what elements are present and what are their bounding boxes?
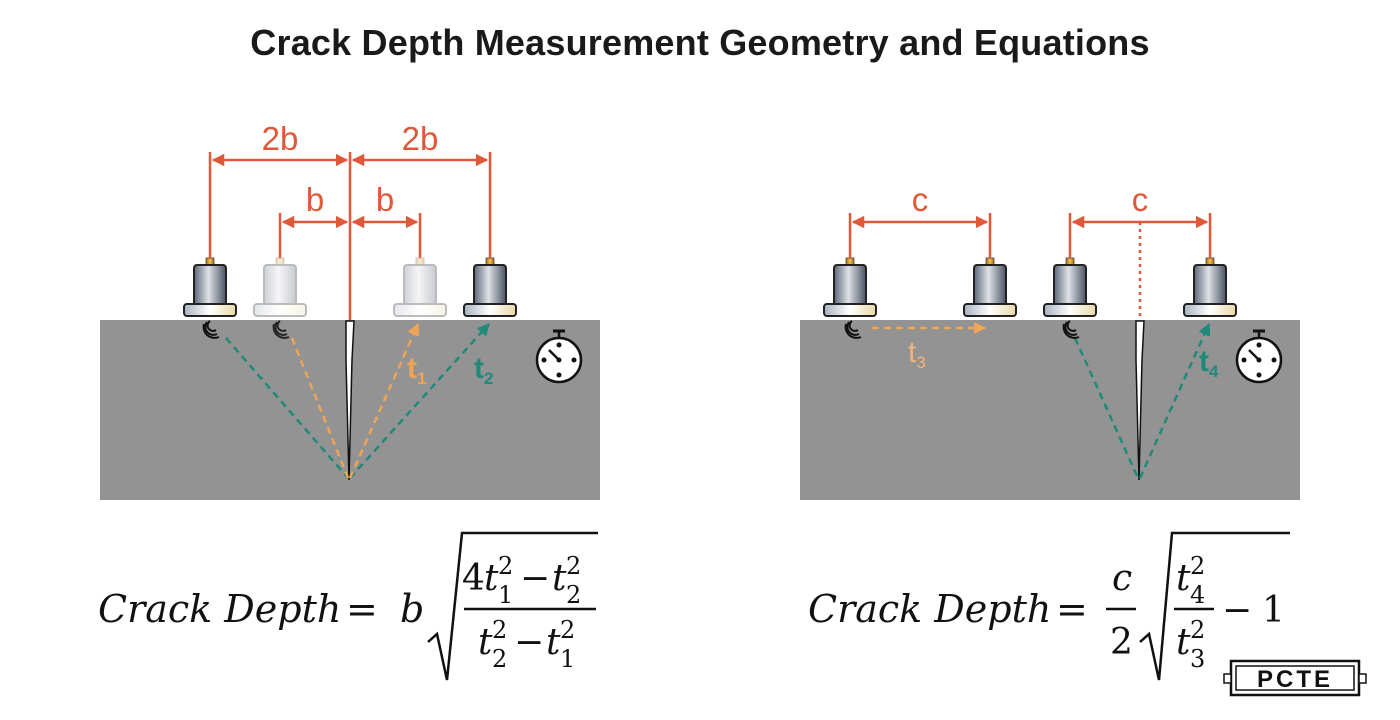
dim-label-2b-left: 2b: [262, 120, 299, 157]
left-eq-num-t2-sub: 2: [566, 581, 581, 609]
right-eq-radical: [1139, 531, 1290, 681]
t3-receiver: [963, 257, 1017, 317]
right-eq-den-t3-sup: 2: [1190, 616, 1205, 644]
dim-label-c-right: c: [1132, 181, 1149, 218]
right-eq-frac-den: 2: [1110, 622, 1133, 663]
left-eq-lhs: Crack Depth: [98, 587, 341, 631]
timer-icon: [535, 329, 583, 384]
pcte-logo: PCTE: [1223, 659, 1367, 697]
t1-path-up: [348, 322, 420, 479]
t4-path-down: [1073, 337, 1140, 479]
left-eq-num-t1-sup: 2: [498, 552, 513, 580]
right-transducer-outer: [463, 257, 517, 317]
left-eq-num-t2: t: [552, 558, 567, 599]
right-eq-den-t3-sub: 3: [1190, 645, 1205, 673]
page-title: Crack Depth Measurement Geometry and Equ…: [250, 22, 1150, 63]
right-eq-minus: −: [1222, 590, 1252, 631]
right-eq-num-t4-sup: 2: [1190, 552, 1205, 580]
left-transducer-outer: [183, 257, 237, 317]
left-eq-den-t2-sub: 2: [492, 645, 507, 673]
left-eq-num-coef: 4: [462, 558, 485, 599]
right-eq-equals: =: [1056, 587, 1088, 631]
right-eq-num-t4: t: [1176, 558, 1191, 599]
label-t1: t1: [407, 352, 426, 388]
t1-path-down: [290, 337, 350, 479]
left-eq-den-t1-sup: 2: [560, 616, 575, 644]
label-t3: t3: [908, 336, 926, 372]
dim-label-b-left: b: [306, 181, 324, 218]
dim-label-b-right: b: [376, 181, 394, 218]
left-transducer-inner-ghost: [253, 257, 307, 317]
left-panel: 2b 2b b b t1 t2: [100, 120, 600, 500]
t4-transmitter: [1043, 257, 1097, 317]
left-eq-num-t1-sub: 1: [498, 581, 513, 609]
right-eq-one: 1: [1262, 590, 1285, 631]
t2-path-up: [349, 323, 490, 479]
label-t4: t4: [1199, 345, 1219, 381]
left-eq-num-t1: t: [484, 558, 499, 599]
left-eq-den-t1-sub: 1: [560, 645, 575, 673]
right-eq-frac-num: c: [1112, 558, 1132, 599]
left-eq-radical: [427, 531, 598, 681]
left-eq-den-t1: t: [546, 622, 561, 663]
right-eq-lhs: Crack Depth: [808, 587, 1051, 631]
right-crack: [1135, 320, 1145, 481]
left-eq-equals: =: [346, 587, 378, 631]
pcte-logo-text: PCTE: [1257, 666, 1333, 693]
right-concrete-block: [800, 320, 1300, 500]
right-equation: Crack Depth = c 2 t 2 4 t 2 3 − 1: [808, 531, 1290, 681]
right-panel: c c t3 t4: [800, 181, 1300, 500]
label-t2: t2: [474, 352, 493, 388]
left-eq-num-t2-sup: 2: [566, 552, 581, 580]
right-eq-num-t4-sub: 4: [1190, 581, 1205, 609]
dim-label-c-left: c: [912, 181, 929, 218]
left-eq-den-t2: t: [478, 622, 493, 663]
t3-transmitter: [823, 257, 877, 317]
t2-path-down: [225, 337, 349, 479]
left-eq-den-minus: −: [514, 622, 544, 663]
left-eq-coef: b: [400, 587, 424, 631]
right-eq-den-t3: t: [1176, 622, 1191, 663]
t4-path-up: [1138, 322, 1211, 479]
left-equation: Crack Depth = b 4 t 2 1 − t 2 2 t 2 2 − …: [98, 531, 598, 681]
left-crack: [345, 320, 355, 481]
t4-receiver: [1183, 257, 1237, 317]
left-eq-den-t2-sup: 2: [492, 616, 507, 644]
right-transducer-inner-ghost: [393, 257, 447, 317]
timer-icon-right: [1235, 329, 1283, 384]
dim-label-2b-right: 2b: [402, 120, 439, 157]
left-eq-num-minus: −: [520, 558, 550, 599]
